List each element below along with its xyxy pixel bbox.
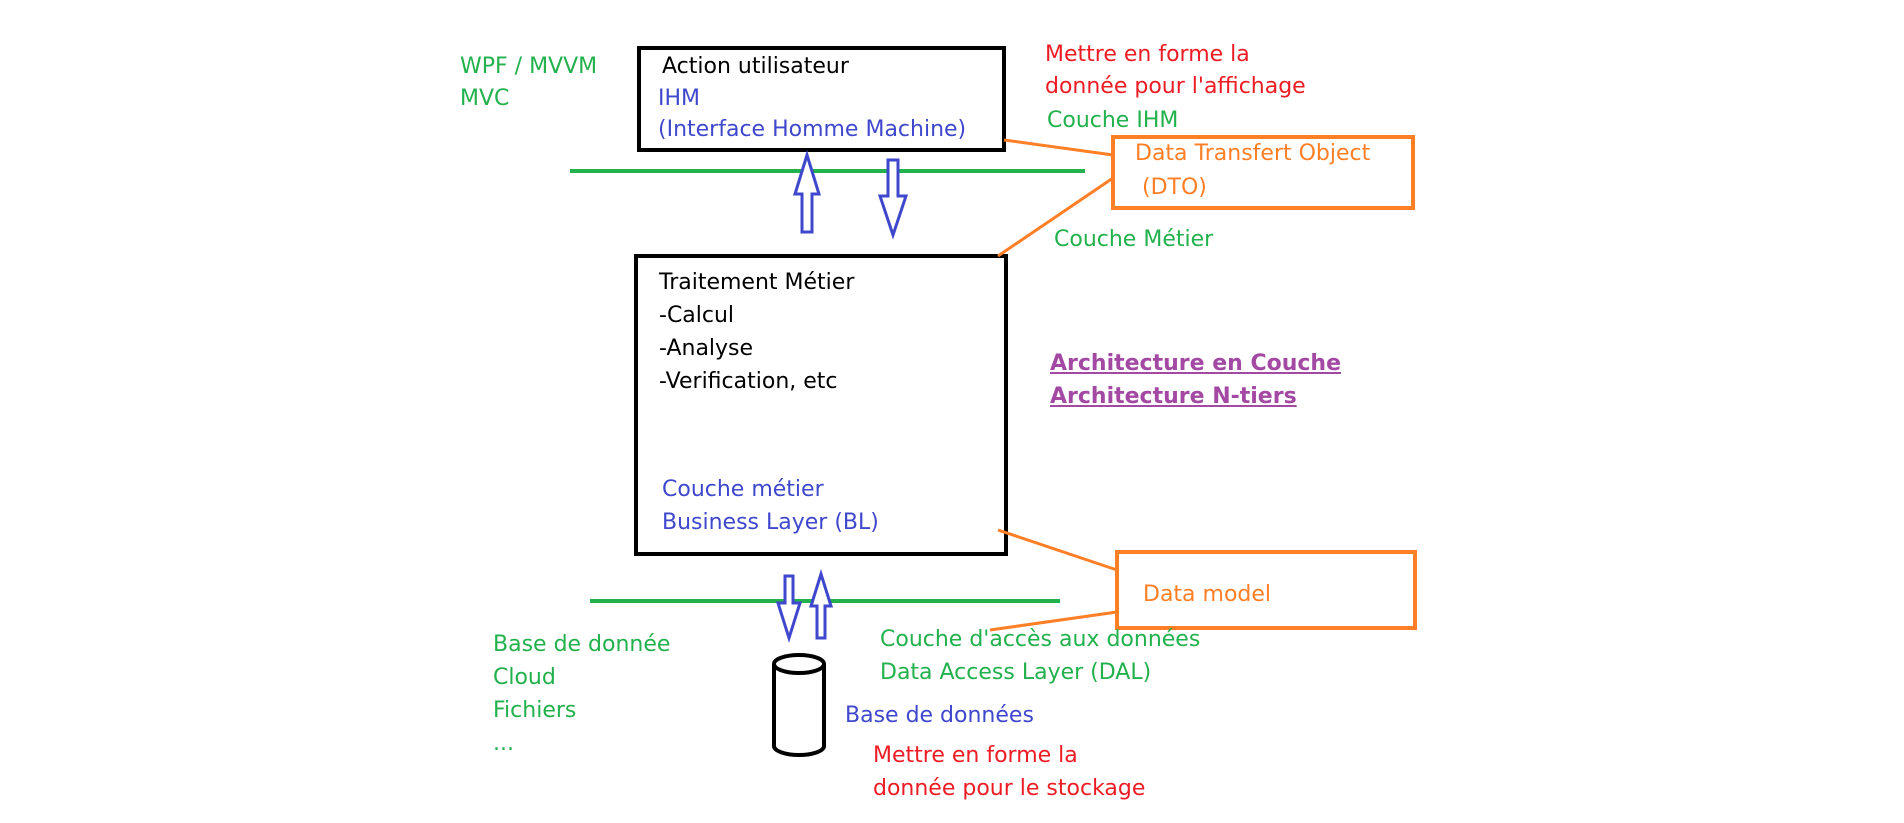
business-title: Traitement Métier: [659, 270, 855, 295]
ihm-title: Action utilisateur: [662, 54, 849, 79]
dal-label: Couche d'accès aux données: [880, 627, 1201, 652]
database-label: Base de données: [845, 703, 1034, 728]
business-item-calcul: -Calcul: [659, 303, 735, 328]
business-box: [634, 254, 1008, 556]
dto-connector-bottom: [997, 176, 1114, 258]
database-icon: [772, 653, 826, 757]
layer-metier-label: Couche Métier: [1054, 227, 1214, 252]
dal-label-en: Data Access Layer (DAL): [880, 660, 1152, 685]
storage-cloud: Cloud: [493, 665, 556, 690]
ihm-label-full: (Interface Homme Machine): [658, 117, 967, 142]
dto-box: [1111, 135, 1415, 210]
data-model-connector-bottom: [989, 610, 1118, 632]
storage-ellipsis: ...: [493, 731, 514, 756]
dto-label-line1: Data Transfert Object: [1135, 141, 1371, 166]
layer-ihm-label: Couche IHM: [1047, 108, 1179, 133]
data-model-connector-top: [997, 528, 1118, 572]
framework-mvc: MVC: [460, 86, 510, 111]
arrow-up-icon: [792, 149, 822, 234]
architecture-n-tiers: Architecture N-tiers: [1050, 384, 1297, 409]
storage-note-line2: donnée pour le stockage: [873, 776, 1146, 801]
storage-note-line1: Mettre en forme la: [873, 743, 1078, 768]
dto-label-line2: (DTO): [1142, 175, 1207, 200]
business-layer-label-en: Business Layer (BL): [662, 510, 879, 535]
display-note-line1: Mettre en forme la: [1045, 42, 1250, 67]
arrow-down-icon: [877, 158, 909, 240]
ihm-box: [637, 46, 1006, 152]
business-item-analyse: -Analyse: [659, 336, 754, 361]
display-note-line2: donnée pour l'affichage: [1045, 74, 1306, 99]
arrow-down-icon: [775, 574, 803, 644]
storage-database: Base de donnée: [493, 632, 671, 657]
architecture-layered: Architecture en Couche: [1050, 351, 1341, 376]
arrow-up-icon: [808, 568, 834, 640]
ihm-label: IHM: [658, 86, 701, 111]
business-layer-label: Couche métier: [662, 477, 824, 502]
data-model-box: [1115, 550, 1417, 630]
business-item-verification: -Verification, etc: [659, 369, 838, 394]
framework-wpf-mvvm: WPF / MVVM: [460, 54, 598, 79]
storage-files: Fichiers: [493, 698, 577, 723]
data-model-label: Data model: [1143, 582, 1272, 607]
dto-connector-top: [1003, 138, 1114, 157]
